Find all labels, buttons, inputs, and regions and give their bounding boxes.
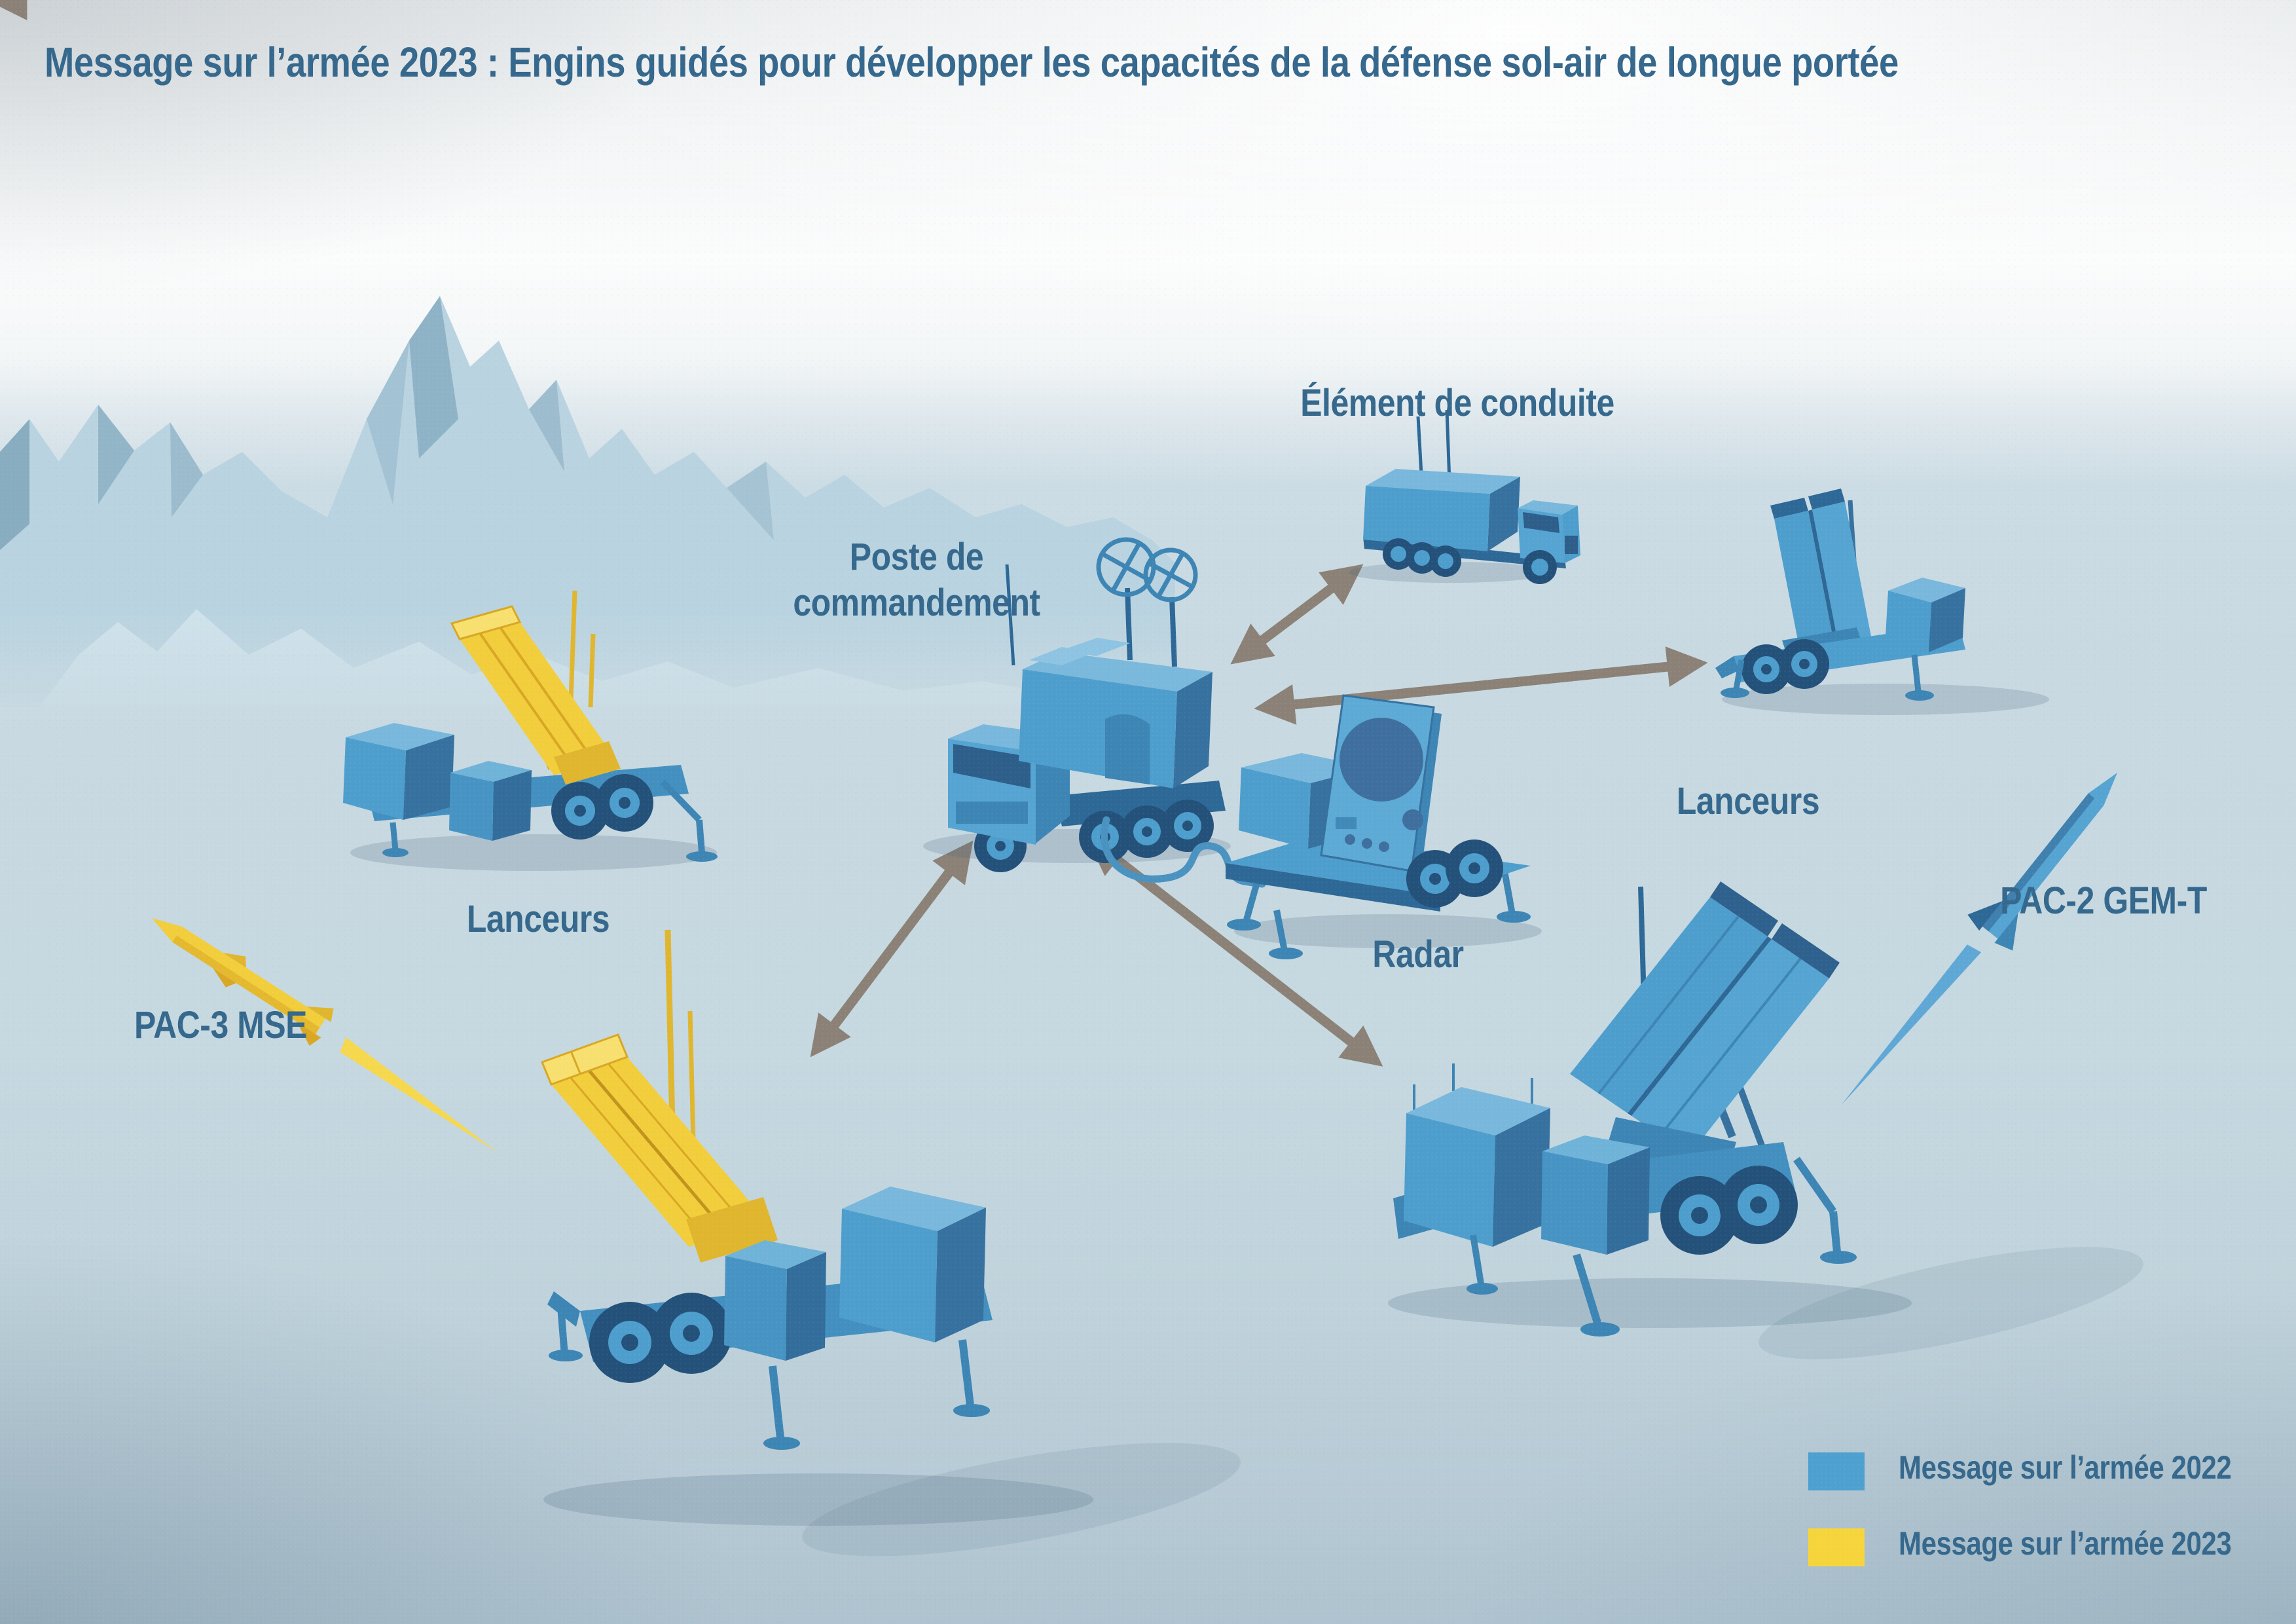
legend-swatch-2022 <box>1808 1452 1865 1490</box>
wheels <box>551 774 653 840</box>
wheels <box>589 1293 732 1383</box>
label-pac3-mse: PAC-3 MSE <box>134 1004 308 1046</box>
wheels <box>1406 840 1503 908</box>
label-command-post-line1: Poste de <box>849 536 984 578</box>
radar-trailer-illustration <box>1226 694 1542 959</box>
mountain-range <box>0 296 1178 720</box>
radar-dish-face <box>1339 718 1423 802</box>
legend-label-2023: Message sur l’armée 2023 <box>1899 1525 2232 1562</box>
label-launchers-right: Lanceurs <box>1676 780 1820 822</box>
page-title: Message sur l’armée 2023 : Engins guidés… <box>45 39 1899 86</box>
conduct-element-truck-illustration <box>1349 409 1580 584</box>
launcher-bottom-right-illustration <box>1388 881 2143 1359</box>
command-post-truck-illustration <box>923 537 1266 888</box>
legend-swatch-2023 <box>1808 1528 1865 1566</box>
launcher-top-right-illustration <box>1715 489 2049 715</box>
wheels <box>1660 1166 1798 1255</box>
launcher-bottom-left-illustration <box>541 929 1241 1557</box>
label-pac2-gem-t: PAC-2 GEM-T <box>2000 879 2207 922</box>
arrow-commandpost-bottomleftlauncher <box>810 840 974 1058</box>
label-launchers-left: Lanceurs <box>466 898 610 940</box>
wheels <box>1383 538 1557 584</box>
label-command-post-line2: commandement <box>793 581 1040 624</box>
pac2-gem-t-missile-illustration <box>1841 773 2117 1105</box>
arrow-commandpost-rightlauncher <box>1254 646 1708 725</box>
dish-antenna-icon <box>1096 537 1198 602</box>
launcher-top-left-illustration <box>343 590 718 871</box>
label-command-post: Poste de commandement <box>793 534 1040 626</box>
pac3-mse-missile-illustration <box>152 918 499 1154</box>
label-conduct-element: Élément de conduite <box>1300 382 1614 424</box>
legend-label-2022: Message sur l’armée 2022 <box>1899 1449 2232 1486</box>
label-radar: Radar <box>1372 933 1464 976</box>
wheels <box>1741 639 1829 694</box>
arrow-commandpost-conductelement <box>1230 564 1364 665</box>
